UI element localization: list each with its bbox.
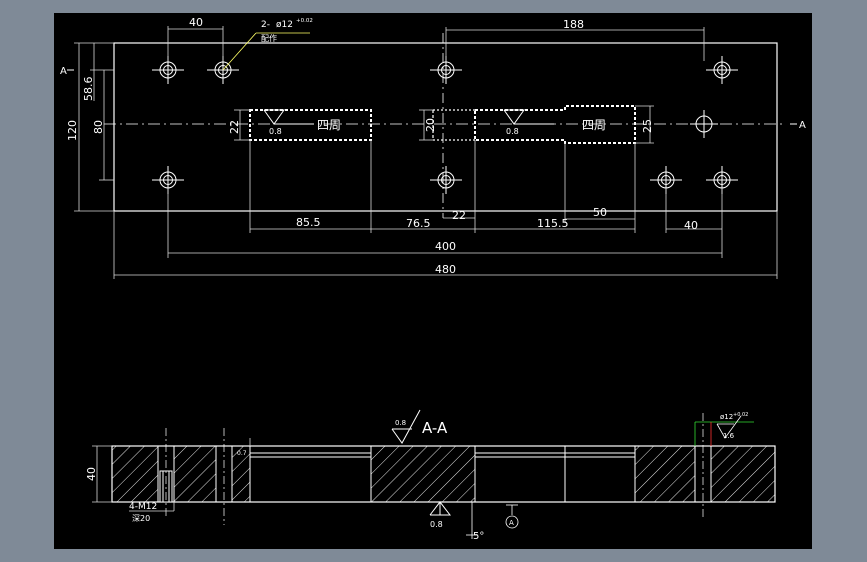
drawing-svg: 0.8 四周 0.8 四周 40 188 xyxy=(60,16,806,542)
dim-lines-top xyxy=(167,26,705,61)
dim-40-top: 40 xyxy=(189,16,203,29)
hole-row-top xyxy=(152,56,738,84)
section-title: A-A xyxy=(422,419,448,437)
dim-lines-bottom xyxy=(113,140,778,279)
top-view: 0.8 四周 0.8 四周 40 188 xyxy=(60,16,806,279)
right-roughness-value: 1.6 xyxy=(723,432,735,440)
dim-188: 188 xyxy=(563,18,584,31)
angle-marker xyxy=(466,502,478,539)
dim-85-5: 85.5 xyxy=(296,216,321,229)
thread-leader xyxy=(129,502,175,512)
hole-tol: +0.02 xyxy=(296,18,313,24)
hatch-right-2 xyxy=(711,446,775,502)
pocket-right xyxy=(474,105,636,144)
dim-50: 50 xyxy=(593,206,607,219)
hole-fit-note: 配作 xyxy=(261,33,277,43)
datum-label: A xyxy=(509,519,514,527)
hatch-right-1 xyxy=(635,446,695,502)
dim-22-mid: 22 xyxy=(452,209,466,222)
thread-spec: 4-M12 xyxy=(129,502,157,512)
section-marker-left: A xyxy=(60,66,67,77)
section-title-roughness xyxy=(391,409,421,444)
dim-25: 25 xyxy=(641,119,654,133)
datum-marker xyxy=(505,504,519,529)
right-hole-callout xyxy=(694,415,754,446)
dim-400: 400 xyxy=(435,240,456,253)
hatch-middle xyxy=(371,446,475,502)
right-hole-tol: +0.02 xyxy=(733,412,748,418)
thread-hole xyxy=(159,470,173,503)
roughness-value-left: 0.8 xyxy=(269,127,282,136)
pocket-label-left: 四周 xyxy=(317,118,341,132)
dim-58-6: 58.6 xyxy=(82,77,95,102)
pocket-left xyxy=(249,109,372,141)
dim-120: 120 xyxy=(66,120,79,141)
section-title-roughness-value: 0.8 xyxy=(395,419,406,427)
hole-row-bottom xyxy=(152,166,738,194)
hole-callout: 2- ø12 +0.02 配作 xyxy=(222,18,313,71)
right-hole-dia: ø12 xyxy=(720,413,733,421)
hole-qty: 2- xyxy=(261,20,270,30)
dim-115-5: 115.5 xyxy=(537,217,569,230)
bottom-roughness xyxy=(429,501,452,516)
bottom-roughness-value: 0.8 xyxy=(430,520,443,529)
plate-outline xyxy=(113,42,778,212)
hatch-left-1 xyxy=(112,446,158,502)
thread-depth: 深20 xyxy=(132,514,150,523)
pocket-small xyxy=(432,109,475,141)
section-view: 40 0.7 0.8 A-A 0.8 xyxy=(85,409,776,542)
roughness-value-right: 0.8 xyxy=(506,127,519,136)
section-marker-right: A xyxy=(799,120,806,131)
section-cut-lines xyxy=(157,446,712,502)
section-dim-40: 40 xyxy=(85,467,98,481)
dim-40-bottom: 40 xyxy=(684,219,698,232)
pocket-label-right: 四周 xyxy=(582,118,606,132)
roughness-symbol-left xyxy=(263,109,314,125)
drawing-canvas[interactable]: 0.8 四周 0.8 四周 40 188 xyxy=(54,13,812,549)
section-dim-small: 0.7 xyxy=(237,450,247,457)
angle-value: 5° xyxy=(473,531,484,542)
dim-20: 20 xyxy=(424,118,437,132)
dim-lines-left xyxy=(74,42,654,212)
roughness-symbol-right xyxy=(503,109,554,125)
hatch-left-3 xyxy=(232,446,250,502)
section-centerlines xyxy=(165,413,704,525)
dim-80: 80 xyxy=(92,120,105,134)
hole-dia: ø12 xyxy=(276,20,293,30)
dim-22: 22 xyxy=(228,120,241,134)
dim-76-5: 76.5 xyxy=(406,217,431,230)
hatch-left-2 xyxy=(174,446,216,502)
section-dim-40-lines xyxy=(92,445,112,503)
hole-center-right xyxy=(690,110,718,138)
dim-480: 480 xyxy=(435,263,456,276)
